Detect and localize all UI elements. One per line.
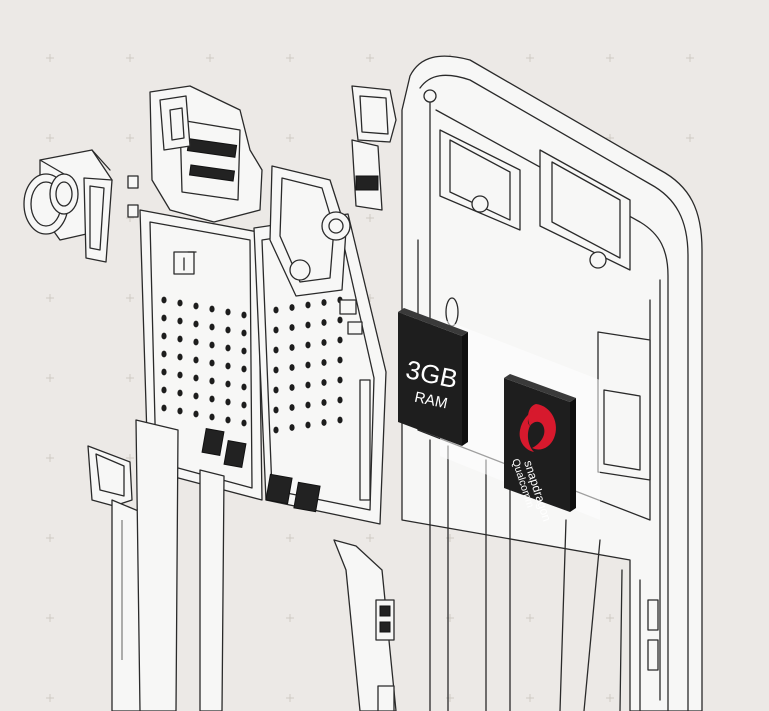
vent-hole xyxy=(337,416,343,424)
vent-hole xyxy=(209,359,215,367)
vent-hole xyxy=(209,341,215,349)
vent-hole xyxy=(193,356,199,364)
vent-hole xyxy=(305,401,311,409)
vent-hole xyxy=(289,404,295,411)
vent-hole xyxy=(273,306,279,314)
vent-hole xyxy=(241,419,247,427)
vent-hole xyxy=(289,344,295,351)
vent-hole xyxy=(209,323,215,331)
oneplus-logo-icon xyxy=(173,251,197,275)
vent-hole xyxy=(337,396,343,404)
vent-hole xyxy=(177,335,183,343)
vent-hole xyxy=(209,377,215,385)
vent-hole xyxy=(337,356,343,364)
vent-hole xyxy=(241,347,247,355)
vent-hole xyxy=(273,346,279,354)
shield-vent-holes-left xyxy=(161,296,247,427)
vent-hole xyxy=(305,421,311,429)
vent-hole xyxy=(161,350,167,358)
vent-hole xyxy=(241,401,247,409)
vent-hole xyxy=(321,399,327,406)
vent-hole xyxy=(289,424,295,431)
vent-hole xyxy=(337,336,343,344)
vent-hole xyxy=(321,339,327,346)
ram-chip: 3GB RAM xyxy=(398,308,468,446)
vent-hole xyxy=(193,374,199,382)
vent-hole xyxy=(161,368,167,376)
vent-hole xyxy=(177,353,183,361)
vent-hole xyxy=(225,416,231,424)
vent-hole xyxy=(321,359,327,366)
vent-hole xyxy=(161,314,167,322)
vent-hole xyxy=(273,406,279,414)
vent-hole xyxy=(273,326,279,334)
logic-board xyxy=(139,85,387,525)
vent-hole xyxy=(225,344,231,352)
vent-hole xyxy=(225,380,231,388)
vent-hole xyxy=(337,376,343,384)
vent-hole xyxy=(193,320,199,328)
vent-hole xyxy=(209,395,215,403)
vent-hole xyxy=(193,302,199,310)
vent-hole xyxy=(289,304,295,311)
vent-hole xyxy=(209,305,215,313)
vent-hole xyxy=(225,326,231,334)
ram-type-label: RAM xyxy=(413,389,449,413)
vent-hole xyxy=(305,341,311,349)
vent-hole xyxy=(241,311,247,319)
vent-hole xyxy=(305,301,311,309)
vent-hole xyxy=(193,410,199,418)
vent-hole xyxy=(161,404,167,412)
vent-hole xyxy=(177,317,183,325)
vent-hole xyxy=(321,299,327,306)
vent-hole xyxy=(161,386,167,394)
vent-hole xyxy=(273,386,279,394)
vent-hole xyxy=(321,379,327,386)
vent-hole xyxy=(225,308,231,316)
snapdragon-logo-icon xyxy=(519,404,556,452)
vent-hole xyxy=(177,389,183,397)
vent-hole xyxy=(305,321,311,329)
vent-hole xyxy=(241,383,247,391)
vent-hole xyxy=(273,426,279,434)
shield-vent-holes-right xyxy=(273,296,343,434)
vent-hole xyxy=(241,365,247,373)
camera-module xyxy=(23,149,139,263)
vent-hole xyxy=(321,319,327,326)
vent-hole xyxy=(305,361,311,369)
flex-cables xyxy=(87,419,397,711)
snapdragon-chip: Qualcomm snapdragon xyxy=(504,374,576,523)
vent-hole xyxy=(177,371,183,379)
vent-hole xyxy=(289,384,295,391)
vent-hole xyxy=(305,381,311,389)
vent-hole xyxy=(193,338,199,346)
vent-hole xyxy=(177,407,183,415)
vent-hole xyxy=(241,329,247,337)
vent-hole xyxy=(337,316,343,324)
vent-hole xyxy=(161,296,167,304)
vent-hole xyxy=(161,332,167,340)
vent-hole xyxy=(225,362,231,370)
vent-hole xyxy=(289,364,295,371)
vent-hole xyxy=(225,398,231,406)
vent-hole xyxy=(289,324,295,331)
vent-hole xyxy=(209,413,215,421)
front-camera-module xyxy=(351,85,397,211)
vent-hole xyxy=(193,392,199,400)
vent-hole xyxy=(177,299,183,307)
ram-chip-body xyxy=(398,312,462,446)
vent-hole xyxy=(321,419,327,426)
vent-hole xyxy=(273,366,279,374)
